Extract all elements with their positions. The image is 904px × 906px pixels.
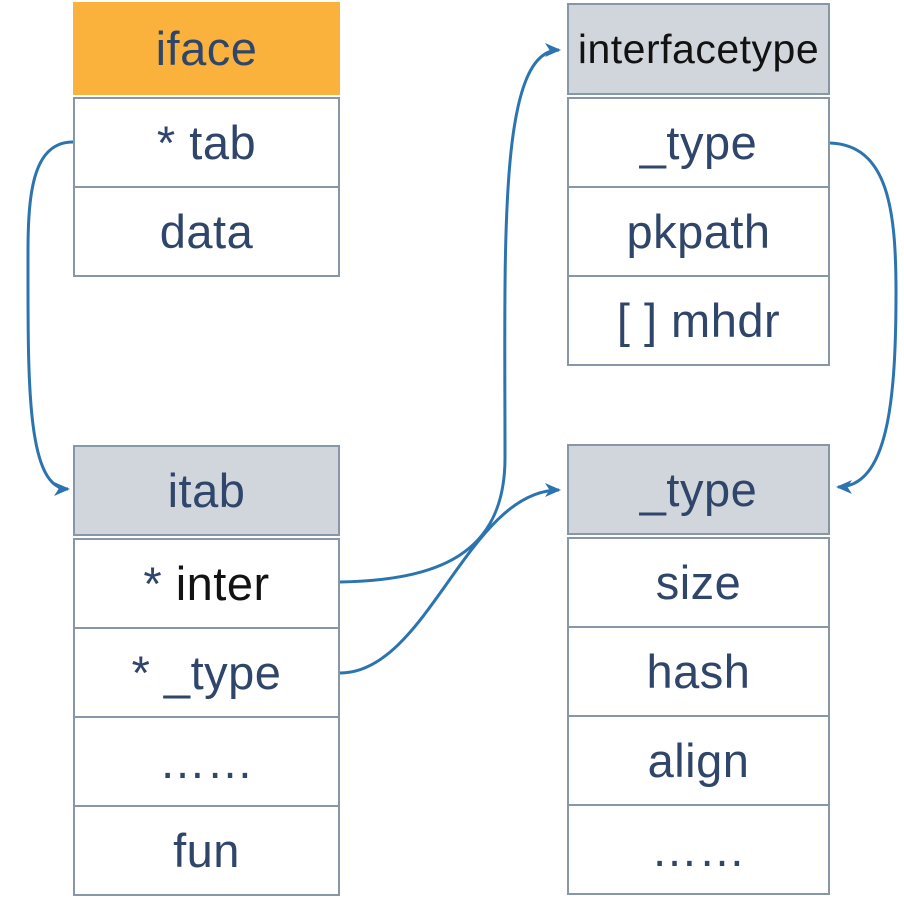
itab-header-label: itab [167, 464, 246, 517]
arrow-interfacetype-type-to-type [829, 141, 898, 494]
iface-table: iface * tab data [73, 2, 340, 277]
interfacetype-row-2-segment-0: [ ] mhdr [616, 293, 781, 347]
arrow-itab-inter-to-interfacetype [339, 43, 561, 584]
iface-row-0: * tab [73, 97, 340, 188]
_type-row-2-segment-0: align [647, 733, 750, 787]
_type-rows: size hash align …… [567, 537, 830, 895]
iface-header: iface [73, 2, 340, 95]
interfacetype-row-1: pkpath [567, 186, 830, 277]
interfacetype-row-0-segment-0: _type [639, 115, 758, 169]
itab-row-0-segment-1: inter [175, 556, 270, 610]
iface-row-0-segment-0: * tab [156, 115, 257, 169]
_type-row-1-segment-0: hash [646, 644, 751, 698]
_type-row-1: hash [567, 626, 830, 717]
itab-row-3: fun [73, 805, 340, 896]
_type-header-label: _type [639, 463, 758, 516]
itab-table: itab * inter * _type …… fun [73, 445, 340, 896]
iface-row-1-segment-0: data [159, 204, 254, 258]
itab-row-1: * _type [73, 627, 340, 718]
iface-header-label: iface [155, 22, 258, 75]
interfacetype-header: interfacetype [567, 3, 830, 95]
itab-row-0-segment-0: * [143, 556, 176, 610]
_type-row-3: …… [567, 804, 830, 895]
_type-row-2: align [567, 715, 830, 806]
arrow-itab-type-to-type [339, 483, 561, 675]
itab-row-0: * inter [73, 538, 340, 629]
_type-header: _type [567, 444, 830, 535]
_type-row-3-segment-0: …… [651, 822, 746, 876]
arrow-iface-tab-to-itab [26, 140, 74, 496]
iface-row-1: data [73, 186, 340, 277]
interfacetype-row-1-segment-0: pkpath [626, 204, 771, 258]
iface-rows: * tab data [73, 97, 340, 277]
itab-header: itab [73, 445, 340, 536]
_type-row-0: size [567, 537, 830, 628]
itab-row-2-segment-0: …… [159, 734, 254, 788]
interfacetype-row-2: [ ] mhdr [567, 275, 830, 366]
_type-row-0-segment-0: size [655, 555, 742, 609]
itab-row-2: …… [73, 716, 340, 807]
interfacetype-header-label: interfacetype [577, 25, 820, 72]
itab-rows: * inter * _type …… fun [73, 538, 340, 896]
itab-row-3-segment-0: fun [173, 823, 240, 877]
itab-row-1-segment-0: * _type [131, 645, 282, 699]
interfacetype-row-0: _type [567, 97, 830, 188]
